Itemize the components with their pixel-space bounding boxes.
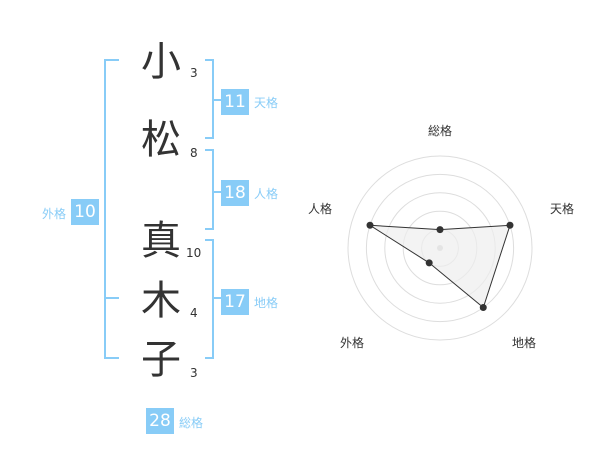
soukaku-badge: 28: [146, 408, 174, 434]
gaikaku-bracket: [104, 59, 119, 359]
jinkaku-bracket: [205, 149, 214, 230]
name-char-4: 木: [141, 278, 181, 324]
tenkaku-label: 天格: [254, 96, 279, 110]
gaikaku-badge: 10: [71, 199, 99, 225]
jinkaku-badge: 18: [221, 180, 249, 206]
radar-ring-4: [365, 173, 515, 323]
name-char-1: 小: [141, 39, 181, 85]
stroke-count-4: 4: [190, 306, 198, 320]
radar-axis-label-tenkaku: 天格: [550, 202, 575, 216]
name-char-3: 真: [141, 218, 181, 264]
tenkaku-badge: 11: [221, 89, 249, 115]
soukaku-label: 総格: [179, 416, 204, 430]
radar-ring-5: [347, 155, 533, 341]
radar-axis-label-jinkaku: 人格: [308, 202, 333, 216]
radar-point-3: [479, 304, 487, 312]
gaikaku-label: 外格: [42, 207, 67, 221]
name-char-2: 松: [141, 117, 181, 163]
radar-point-4: [425, 259, 433, 267]
radar-axis-label-gaikaku: 外格: [340, 336, 365, 350]
radar-axis-label-soukaku: 総格: [428, 124, 453, 138]
radar-point-1: [436, 226, 444, 234]
chikaku-badge: 17: [221, 289, 249, 315]
chikaku-label: 地格: [254, 296, 279, 310]
radar-point-2: [506, 221, 514, 229]
stroke-count-2: 8: [190, 146, 198, 160]
radar-point-5: [366, 221, 374, 229]
stroke-count-1: 3: [190, 66, 198, 80]
radar-axis-label-chikaku: 地格: [512, 336, 537, 350]
name-char-5: 子: [141, 337, 181, 383]
jinkaku-label: 人格: [254, 187, 279, 201]
radar-series-polygon: [369, 224, 511, 309]
stroke-count-3: 10: [186, 246, 202, 260]
stroke-count-5: 3: [190, 366, 198, 380]
